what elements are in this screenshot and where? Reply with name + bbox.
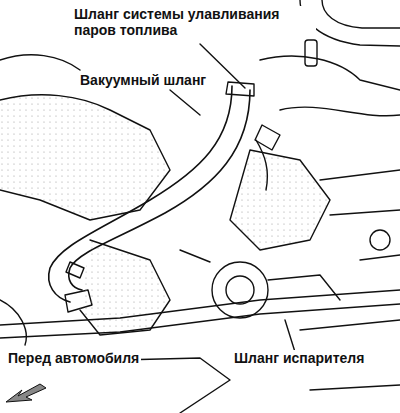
front-arrow — [6, 384, 46, 402]
direction-label: Перед автомобиля — [6, 350, 141, 366]
part-label: Шланг системы улавливания паров топлива — [72, 6, 316, 38]
part-label: Вакуумный шланг — [78, 72, 208, 88]
part-label: Шланг испарителя — [232, 350, 366, 366]
